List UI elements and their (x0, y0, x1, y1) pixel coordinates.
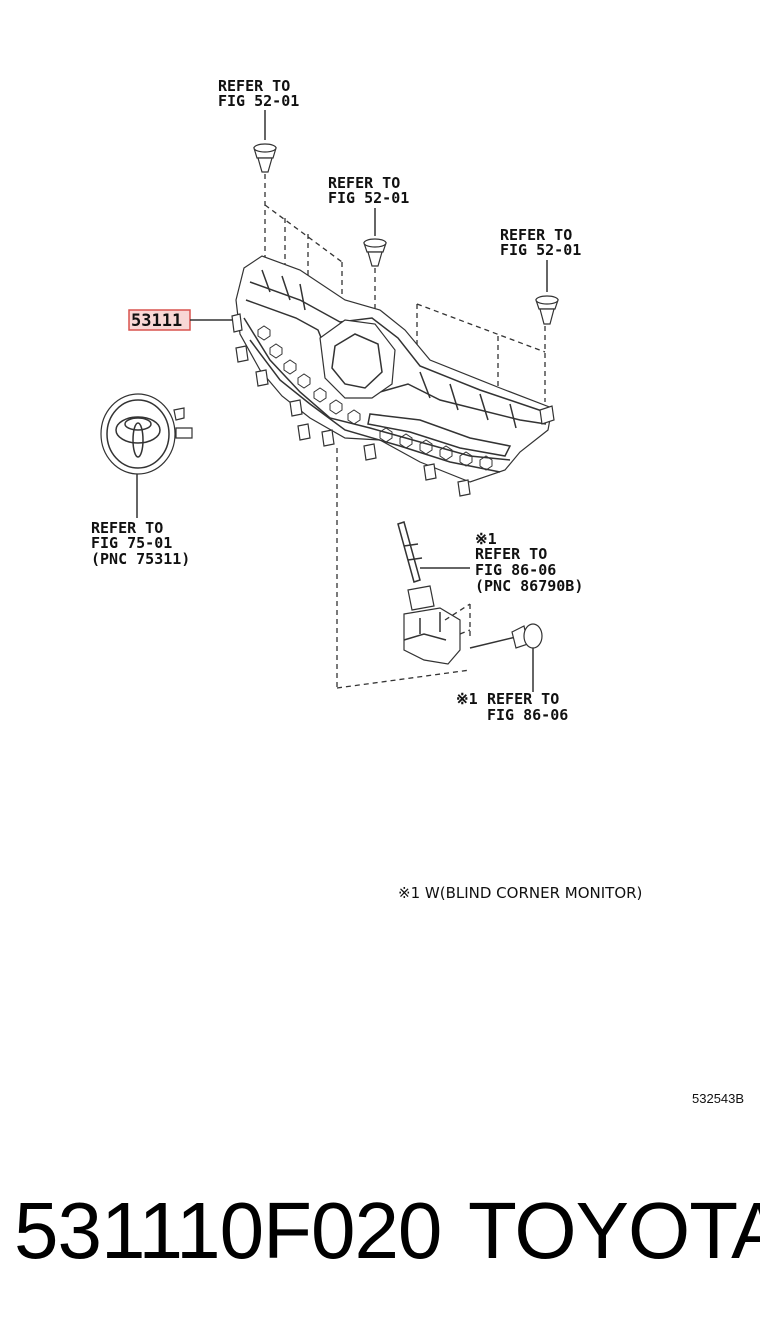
clip-2 (363, 208, 387, 267)
ref-top-3-line-2: FIG 52-01 (500, 241, 581, 259)
sensor-bracket[interactable] (397, 521, 471, 665)
radiator-grille[interactable] (231, 255, 555, 497)
ref-screw-line-2: FIG 86-06 (487, 706, 568, 724)
ref-screw-mark: ※1 (456, 690, 478, 708)
part-callout-53111[interactable]: 53111 (128, 309, 236, 331)
clip-1 (253, 110, 277, 173)
ref-emblem-line-3: (PNC 75311) (91, 550, 190, 568)
emblem-top-oval (124, 417, 152, 431)
ref-sensor-line-2: FIG 86-06 (475, 561, 556, 579)
ref-sensor-mark: ※1 (475, 530, 497, 548)
illustration-code: 532543B (692, 1091, 744, 1106)
ref-label-top-2: REFER TO FIG 52-01 (328, 174, 409, 207)
emblem-vertical-oval (132, 422, 144, 458)
ref-label-emblem: REFER TO FIG 75-01 (PNC 75311) (91, 519, 190, 568)
emblem-outer-oval (115, 416, 161, 444)
toyota-emblem[interactable] (100, 393, 193, 518)
callout-text: 53111 (131, 311, 182, 331)
brand-name: TOYOTA (468, 1186, 760, 1275)
clip-3 (535, 260, 559, 325)
ref-top-1-line-1: REFER TO (218, 77, 290, 95)
honeycomb-mesh (257, 325, 493, 471)
ref-top-2-line-2: FIG 52-01 (328, 189, 409, 207)
ref-emblem-line-2: FIG 75-01 (91, 534, 172, 552)
footnote: ※1 W(BLIND CORNER MONITOR) (398, 884, 642, 902)
ref-emblem-line-1: REFER TO (91, 519, 163, 537)
screw (469, 623, 543, 692)
ref-top-1-line-2: FIG 52-01 (218, 92, 299, 110)
ref-screw-line-1: REFER TO (487, 690, 559, 708)
ref-label-top-3: REFER TO FIG 52-01 (500, 226, 581, 259)
ref-label-top-1: REFER TO FIG 52-01 (218, 77, 299, 110)
ref-sensor-line-1: REFER TO (475, 545, 547, 563)
part-number: 531110F020 (14, 1186, 442, 1275)
ref-label-sensor: ※1 REFER TO FIG 86-06 (PNC 86790B) (475, 530, 583, 595)
ref-top-3-line-1: REFER TO (500, 226, 572, 244)
ref-sensor-line-3: (PNC 86790B) (475, 577, 583, 595)
ref-top-2-line-1: REFER TO (328, 174, 400, 192)
ref-label-screw: ※1 REFER TO FIG 86-06 (456, 690, 568, 724)
